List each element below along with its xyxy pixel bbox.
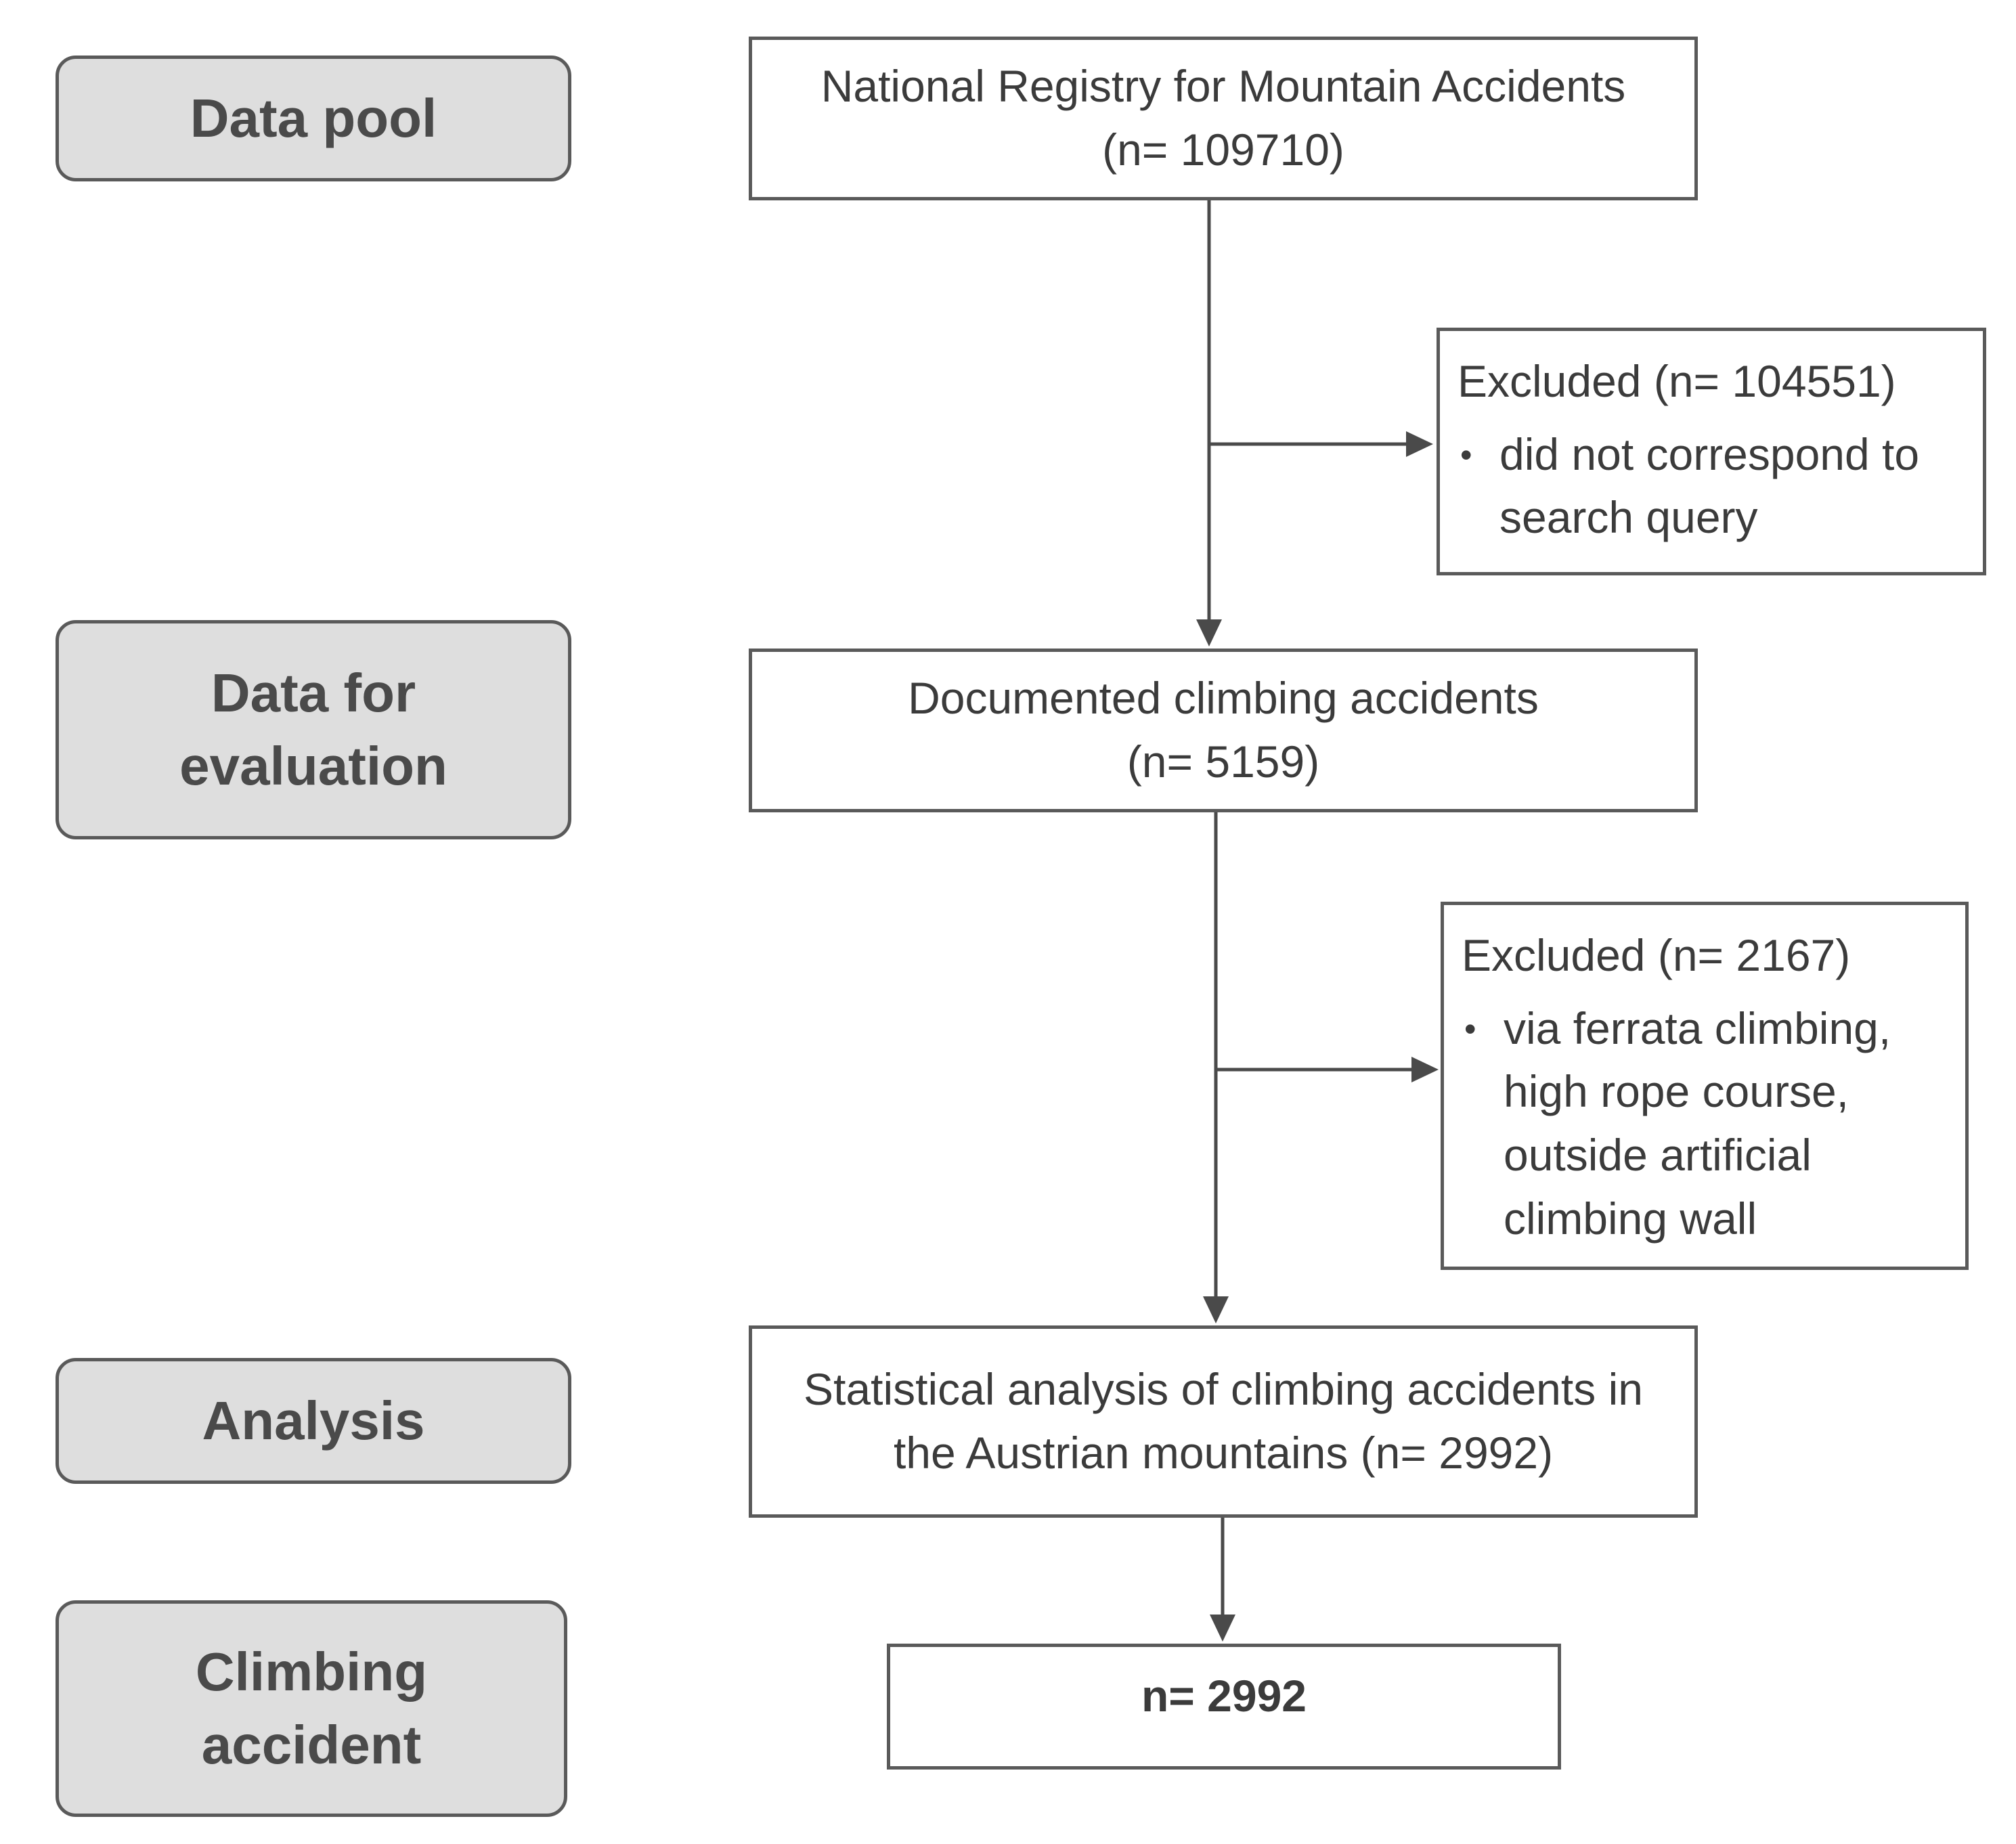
excluded-item-line: outside artificial: [1504, 1130, 1812, 1181]
statistical-box-line: the Austrian mountains (n= 2992): [893, 1428, 1554, 1478]
documented-box: Documented climbing accidents (n= 5159): [749, 649, 1698, 812]
stage-label-analysis: Analysis: [56, 1358, 571, 1484]
excluded-list: • did not correspond to search query: [1458, 423, 1967, 550]
arrowhead-final: [1210, 1615, 1235, 1642]
excluded-box-2: Excluded (n= 2167) • via ferrata climbin…: [1441, 902, 1969, 1270]
registry-box-line: National Registry for Mountain Accidents: [820, 61, 1626, 112]
bullet-icon: •: [1460, 435, 1472, 474]
stage-label-text: Analysis: [202, 1390, 425, 1451]
stage-label-data-pool: Data pool: [56, 56, 571, 181]
bullet-icon: •: [1464, 1009, 1476, 1048]
excluded-list: • via ferrata climbing, high rope course…: [1462, 997, 1949, 1251]
documented-box-count: (n= 5159): [1126, 737, 1320, 787]
excluded-item-text: did not correspond to search query: [1499, 423, 1967, 550]
stage-label-climbing-accident: Climbing accident: [56, 1600, 567, 1817]
excluded-title: Excluded (n= 2167): [1462, 930, 1851, 980]
excluded-item-line: search query: [1499, 492, 1758, 543]
statistical-box-line: Statistical analysis of climbing acciden…: [804, 1364, 1643, 1415]
registry-box-count: (n= 109710): [1102, 125, 1344, 175]
stage-label-text: accident: [201, 1715, 422, 1775]
excluded-item-line: did not correspond to: [1499, 429, 1920, 479]
excluded-box-1: Excluded (n= 104551) • did not correspon…: [1437, 328, 1986, 575]
excluded-item-text: via ferrata climbing, high rope course, …: [1504, 997, 1949, 1251]
stage-label-text: evaluation: [179, 736, 447, 796]
arrowhead-documented: [1196, 619, 1222, 646]
statistical-box: Statistical analysis of climbing acciden…: [749, 1325, 1698, 1518]
excluded-item-line: high rope course,: [1504, 1066, 1849, 1117]
excluded-title: Excluded (n= 104551): [1458, 356, 1896, 406]
excluded-item-line: via ferrata climbing,: [1504, 1003, 1891, 1053]
stage-label-data-for-evaluation: Data for evaluation: [56, 620, 571, 839]
final-count: n= 2992: [1141, 1671, 1307, 1721]
registry-box: National Registry for Mountain Accidents…: [749, 37, 1698, 200]
stage-label-text: Data for: [211, 663, 416, 723]
arrowhead-statistical: [1203, 1296, 1229, 1323]
stage-label-text: Climbing: [195, 1642, 428, 1702]
excluded-item: • via ferrata climbing, high rope course…: [1462, 997, 1949, 1251]
documented-box-line: Documented climbing accidents: [908, 673, 1539, 724]
excluded-item: • did not correspond to search query: [1458, 423, 1967, 550]
excluded-item-line: climbing wall: [1504, 1193, 1757, 1244]
arrowhead-excluded-2: [1411, 1057, 1439, 1082]
arrowhead-excluded-1: [1406, 431, 1433, 457]
final-count-box: n= 2992: [887, 1644, 1561, 1770]
stage-label-text: Data pool: [190, 88, 437, 148]
